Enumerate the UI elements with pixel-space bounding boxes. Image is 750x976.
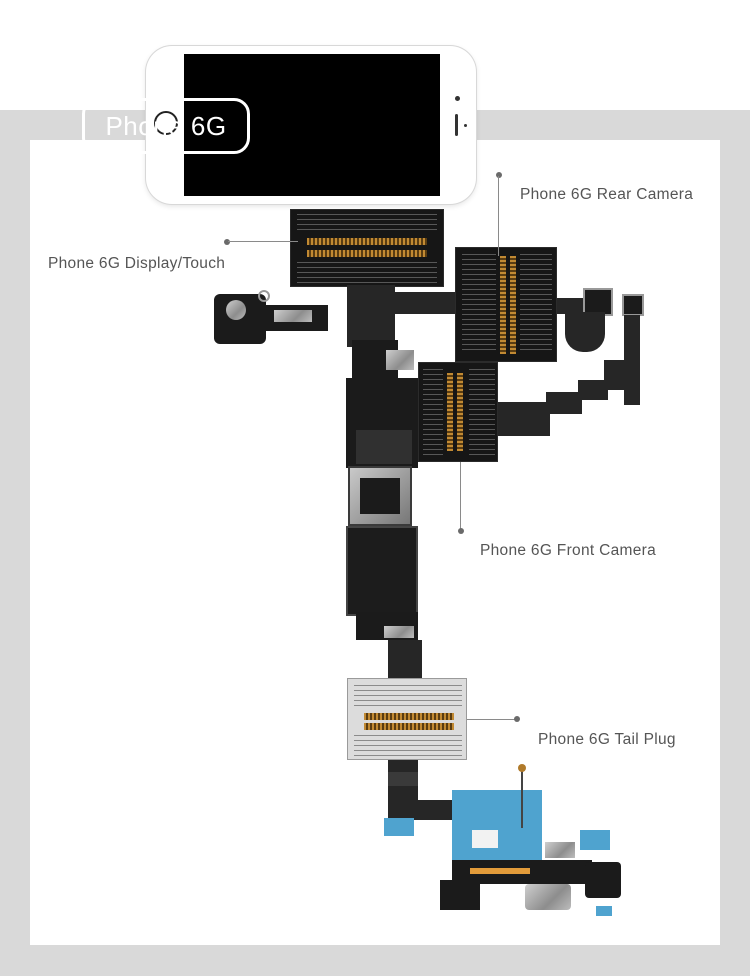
tail-plug-orange-strip (470, 868, 530, 874)
tail-plug-bracket (545, 842, 575, 858)
rear-camera-callout-line (498, 176, 499, 256)
tail-plug-board (452, 790, 542, 865)
tail-plug-barcode-label (472, 830, 498, 848)
display-flex-cable (347, 285, 395, 347)
phone-model-label: Phone 6G (82, 98, 250, 154)
tail-plug-mic-board (580, 830, 610, 850)
front-camera-flex-1 (498, 402, 550, 436)
tail-lower-flex-bend (400, 800, 460, 820)
front-camera-callout-line (460, 462, 461, 530)
speaker-icon (455, 114, 458, 136)
logic-board-clip (384, 626, 414, 638)
logic-board-screw (386, 350, 414, 370)
phone-body (146, 46, 476, 204)
tail-plug-antenna (521, 768, 523, 828)
display-touch-test-board (290, 209, 444, 287)
display-touch-callout-dot (224, 239, 230, 245)
tail-plug-callout-dot (514, 716, 520, 722)
tail-plug-label: Phone 6G Tail Plug (538, 731, 676, 748)
front-camera-flex-2 (546, 392, 582, 414)
tail-plug-test-board (347, 678, 467, 760)
camera-dot-icon (455, 96, 460, 101)
sensor-dot-icon (464, 124, 467, 127)
left-bracket-ring (258, 290, 270, 302)
rear-camera-sensor (622, 294, 644, 316)
front-camera-callout-dot (458, 528, 464, 534)
rear-camera-test-board (455, 247, 557, 362)
front-camera-label: Phone 6G Front Camera (480, 542, 657, 559)
rear-camera-label: Phone 6G Rear Camera (520, 186, 694, 203)
logic-board-edge (356, 430, 412, 464)
front-camera-flex-4 (604, 360, 638, 390)
rear-camera-callout-dot (496, 172, 502, 178)
tail-flex-dark-segment (388, 772, 418, 786)
display-touch-callout-line (228, 241, 298, 242)
front-camera-test-board (418, 362, 498, 462)
rear-camera-flex-right (557, 298, 587, 314)
logic-board-shield (346, 526, 418, 616)
home-button-icon (154, 111, 178, 135)
tail-flex-cable (388, 640, 422, 680)
left-bracket-plate (274, 310, 312, 322)
tail-plug-left-part (440, 880, 480, 910)
tail-plug-callout-line (467, 719, 517, 720)
display-touch-label: Phone 6G Display/Touch (48, 255, 226, 272)
tail-plug-small-board (596, 906, 612, 916)
tail-plug-headphone-jack (585, 862, 621, 898)
tail-flex-blue-tab (384, 818, 414, 836)
phone-screen (184, 54, 440, 196)
sim-slot (360, 478, 400, 514)
front-camera-flex-3 (578, 380, 608, 400)
tail-plug-antenna-tip (518, 764, 526, 772)
left-bracket-metal (226, 300, 246, 320)
tail-plug-lightning-port (525, 884, 571, 910)
rear-camera-tail (565, 312, 605, 352)
rear-camera-flex (395, 292, 465, 314)
